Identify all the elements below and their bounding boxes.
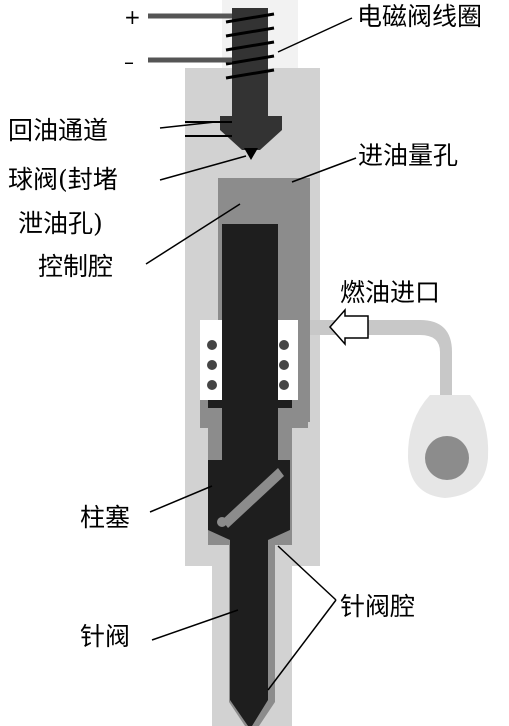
label-return-passage: 回油通道	[8, 116, 109, 145]
plunger	[208, 224, 290, 726]
inlet-orifice-passage	[288, 178, 310, 187]
spring-coil	[279, 340, 289, 350]
inlet-port	[425, 436, 469, 480]
diagonal-passage	[222, 468, 284, 528]
armature	[220, 116, 282, 150]
label-ball-valve-2: 泄油孔)	[18, 209, 103, 238]
label-ball-valve-1: 球阀(封堵	[8, 165, 118, 194]
label-fuel-inlet: 燃油进口	[340, 278, 441, 307]
label-plunger: 柱塞	[80, 503, 131, 532]
spring-coil	[207, 360, 217, 370]
spring-coil	[279, 380, 289, 390]
fuel-inlet-arrow	[328, 308, 369, 346]
passage-port	[217, 517, 227, 527]
spring-coil	[207, 380, 217, 390]
label-needle-valve: 针阀	[80, 622, 131, 651]
spring-coil	[279, 360, 289, 370]
solenoid-core	[232, 8, 268, 120]
leader-lines	[145, 17, 357, 691]
coil-windings	[225, 12, 275, 80]
label-needle-chamber: 针阀腔	[340, 592, 416, 621]
label-inlet-orifice: 进油量孔	[358, 141, 459, 170]
control-chamber	[218, 190, 282, 224]
plus-sign: +	[124, 5, 141, 29]
minus-sign: –	[124, 50, 134, 74]
label-control-chamber: 控制腔	[38, 252, 114, 281]
spring-coil	[207, 340, 217, 350]
fuel-inlet-pipe	[310, 320, 452, 455]
vertical-feed	[300, 182, 310, 422]
ball-valve	[244, 148, 258, 160]
label-coil: 电磁阀线圈	[357, 2, 483, 31]
